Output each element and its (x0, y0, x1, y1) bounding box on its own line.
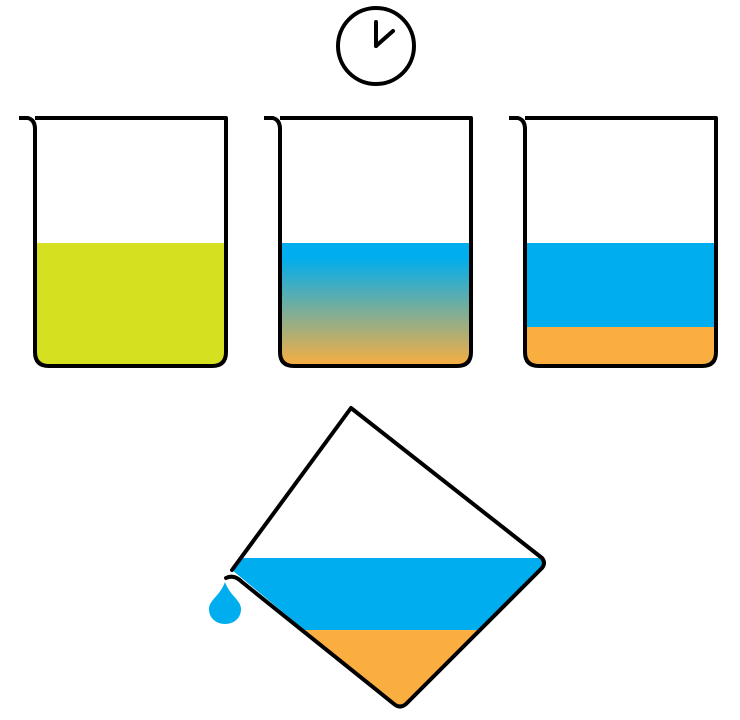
beaker-outline (19, 116, 228, 368)
pour-blue-layer (232, 558, 544, 632)
decanting-beaker (224, 406, 546, 709)
orange-layer (525, 327, 716, 366)
gradient-liquid (280, 243, 471, 366)
mixture-liquid (35, 243, 226, 366)
clock-icon (336, 6, 416, 86)
droplet-icon (209, 582, 241, 624)
beaker-outline (509, 116, 718, 368)
separating-beaker (264, 116, 473, 368)
blue-layer (525, 243, 716, 327)
separated-beaker (509, 116, 718, 368)
mixed-beaker (19, 116, 228, 368)
pour-beaker-outline (224, 406, 546, 709)
beaker-outline (264, 116, 473, 368)
